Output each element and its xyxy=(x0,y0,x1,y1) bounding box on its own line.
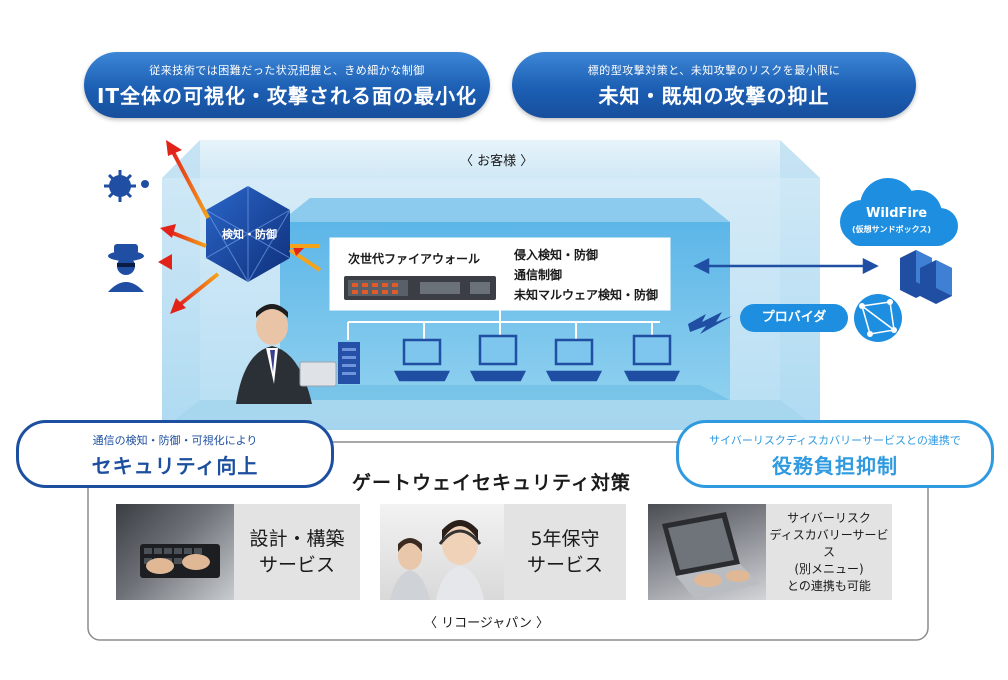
headset-operator-photo-icon xyxy=(380,504,504,600)
pill-security-sub: 通信の検知・防御・可視化により xyxy=(92,434,258,447)
hexagon-label: 検知・防御 xyxy=(222,228,277,241)
gateway-box xyxy=(87,441,929,641)
customer-label: 〈 お客様 〉 xyxy=(460,154,534,169)
network-box-floor xyxy=(280,385,730,400)
desktop-icon-1 xyxy=(469,334,527,382)
provider-badge: プロバイダ xyxy=(740,304,848,332)
wildfire-connection-arrow xyxy=(693,257,879,275)
virus-icon xyxy=(104,170,149,202)
firewall-feature-2: 通信制御 xyxy=(514,268,563,282)
desktop-icon-2 xyxy=(623,334,681,382)
datacenter-icon xyxy=(900,250,952,304)
firewall-feature-3: 未知マルウェア検知・防御 xyxy=(514,288,659,302)
firewall-name: 次世代ファイアウォール xyxy=(348,252,481,266)
businessman-photo xyxy=(236,304,337,404)
pill-attack-main: 未知・既知の攻撃の抑止 xyxy=(598,84,830,108)
laptop-icon-1 xyxy=(393,338,451,382)
pill-security-main: セキュリティ向上 xyxy=(91,454,259,478)
keyboard-photo-icon xyxy=(116,504,234,600)
pill-workload-main: 役務負担抑制 xyxy=(772,454,898,478)
pill-visibility: 従来技術では困難だった状況把握と、きめ細かな制御 IT全体の可視化・攻撃される面… xyxy=(84,52,490,118)
service-design-build: 設計・構築 サービス xyxy=(116,504,360,600)
firewall-feature-1: 侵入検知・防御 xyxy=(514,248,599,262)
cloud-icon xyxy=(840,178,958,246)
pill-workload-sub: サイバーリスクディスカバリーサービスとの連携で xyxy=(709,434,961,447)
ricoh-japan-label: 〈 リコージャパン 〉 xyxy=(424,616,550,631)
network-box-top xyxy=(280,198,730,222)
service-cyber-risk: サイバーリスク ディスカバリーサービス (別メニュー) との連携も可能 xyxy=(648,504,892,600)
customer-box-top xyxy=(162,140,820,178)
pill-attack-deterrence: 標的型攻撃対策と、未知攻撃のリスクを最小限に 未知・既知の攻撃の抑止 xyxy=(512,52,916,118)
pill-visibility-sub: 従来技術では困難だった状況把握と、きめ細かな制御 xyxy=(149,64,425,77)
pill-workload-reduction: サイバーリスクディスカバリーサービスとの連携で 役務負担抑制 xyxy=(676,420,994,488)
wildfire-name: WildFire xyxy=(866,206,928,221)
pill-attack-sub: 標的型攻撃対策と、未知攻撃のリスクを最小限に xyxy=(587,64,841,77)
hexagon-shield-icon xyxy=(205,186,291,283)
pill-security-improve: 通信の検知・防御・可視化により セキュリティ向上 xyxy=(16,420,334,488)
service-cyber-risk-text: サイバーリスク ディスカバリーサービス (別メニュー) との連携も可能 xyxy=(769,510,889,593)
server-icon xyxy=(338,342,360,384)
service-design-text: 設計・構築 サービス xyxy=(249,528,345,576)
pill-visibility-main: IT全体の可視化・攻撃される面の最小化 xyxy=(96,84,478,108)
laptop-icon-2 xyxy=(545,338,603,382)
wildfire-sub: (仮想サンドボックス) xyxy=(852,225,932,234)
lightning-icon xyxy=(688,312,732,334)
globe-network-icon xyxy=(854,294,902,342)
threat-arrows xyxy=(158,140,322,314)
hacker-icon xyxy=(108,244,144,292)
laptop-typing-photo-icon xyxy=(648,504,766,600)
customer-box-floor xyxy=(162,400,820,430)
service-maintenance: 5年保守 サービス xyxy=(380,504,626,600)
provider-label: プロバイダ xyxy=(761,310,827,325)
gateway-title: ゲートウェイセキュリティ対策 xyxy=(352,472,631,494)
service-maintenance-text: 5年保守 サービス xyxy=(526,528,603,576)
